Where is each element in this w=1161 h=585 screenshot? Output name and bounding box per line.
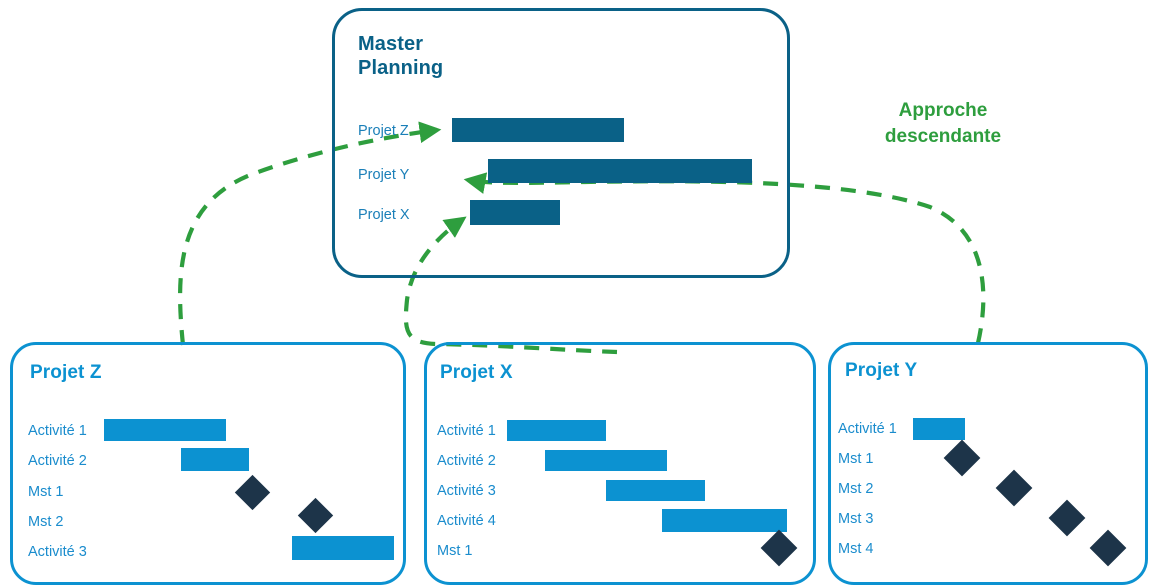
projet-x-row-label-activite-3: Activité 3 bbox=[437, 483, 496, 499]
projet-y-row-label-mst-2: Mst 2 bbox=[838, 481, 874, 497]
projet-x-bar-activite-3 bbox=[606, 480, 705, 501]
master-row-label-projet-x: Projet X bbox=[358, 207, 410, 223]
master-bar-projet-x bbox=[470, 200, 560, 225]
master-row-label-projet-z: Projet Z bbox=[358, 123, 409, 139]
master-planning-box bbox=[332, 8, 790, 278]
projet-y-row-label-mst-3: Mst 3 bbox=[838, 511, 874, 527]
projet-y-row-label-mst-1: Mst 1 bbox=[838, 451, 874, 467]
projet-y-bar-activite-1 bbox=[913, 418, 965, 440]
projet-x-bar-activite-1 bbox=[507, 420, 606, 441]
projet-x-row-label-activite-1: Activité 1 bbox=[437, 423, 496, 439]
projet-z-row-label-activite-3: Activité 3 bbox=[28, 544, 87, 560]
projet-y-title: Projet Y bbox=[845, 360, 918, 381]
projet-z-bar-activite-3 bbox=[292, 536, 394, 560]
projet-z-bar-activite-2 bbox=[181, 448, 249, 471]
master-bar-projet-y bbox=[488, 159, 752, 183]
projet-x-bar-activite-2 bbox=[545, 450, 667, 471]
projet-z-box bbox=[10, 342, 406, 585]
master-row-label-projet-y: Projet Y bbox=[358, 167, 410, 183]
projet-x-title: Projet X bbox=[440, 362, 513, 383]
approche-descendante-label: Approche descendante bbox=[884, 100, 1002, 147]
projet-z-row-label-activite-2: Activité 2 bbox=[28, 453, 87, 469]
projet-x-bar-activite-4 bbox=[662, 509, 787, 532]
projet-x-row-label-activite-4: Activité 4 bbox=[437, 513, 496, 529]
projet-y-row-label-activite-1: Activité 1 bbox=[838, 421, 897, 437]
projet-x-row-label-activite-2: Activité 2 bbox=[437, 453, 496, 469]
projet-x-row-label-mst-1: Mst 1 bbox=[437, 543, 473, 559]
projet-z-row-label-activite-1: Activité 1 bbox=[28, 423, 87, 439]
projet-z-bar-activite-1 bbox=[104, 419, 226, 441]
projet-z-title: Projet Z bbox=[30, 362, 102, 383]
master-bar-projet-z bbox=[452, 118, 624, 142]
master-planning-title: Master Planning bbox=[358, 33, 444, 79]
projet-y-box bbox=[828, 342, 1148, 585]
projet-x-box bbox=[424, 342, 816, 585]
projet-z-row-label-mst-1: Mst 1 bbox=[28, 484, 64, 500]
projet-z-row-label-mst-2: Mst 2 bbox=[28, 514, 64, 530]
projet-y-row-label-mst-4: Mst 4 bbox=[838, 541, 874, 557]
